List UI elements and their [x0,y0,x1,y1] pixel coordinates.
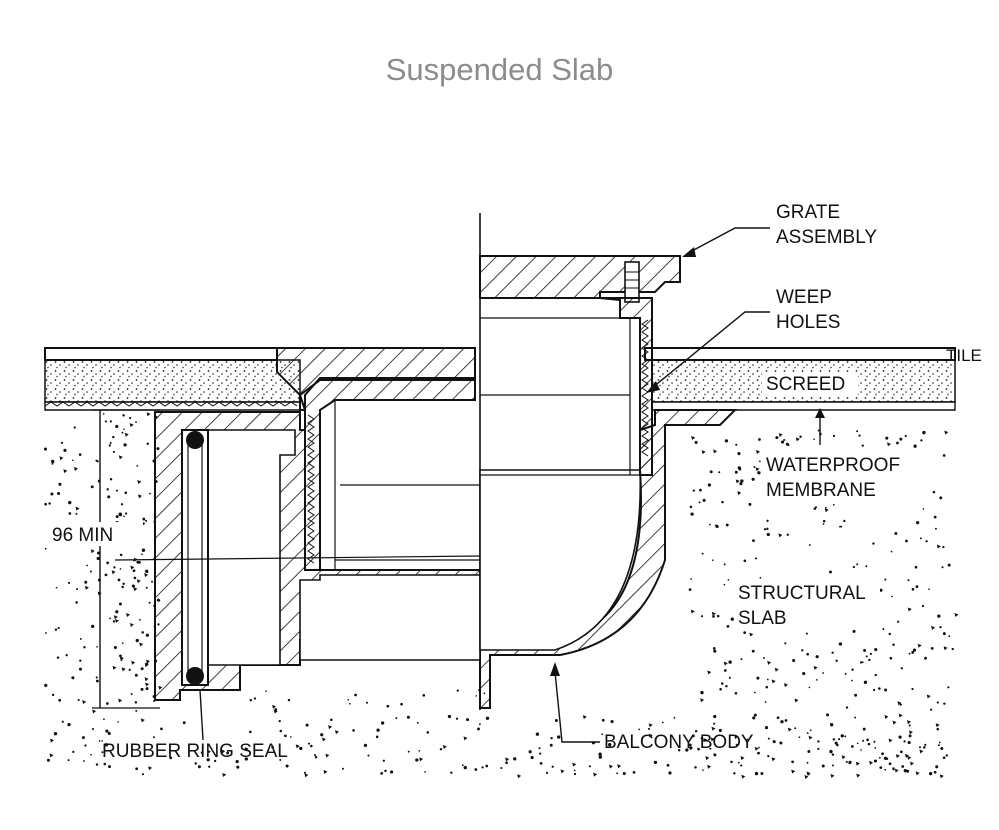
label-screed: SCREED [766,374,845,395]
tile-layer-right [644,347,956,361]
grate-screw [624,261,640,303]
weep-leader [651,311,770,389]
seal-leader [199,689,204,741]
label-membrane-line1: WATERPROOF [766,455,900,476]
screed-left [44,359,301,403]
membrane-zigzag [44,401,298,407]
dimension-leader [114,555,481,561]
diagram-title: Suspended Slab [385,52,614,87]
structural-slab [45,408,955,775]
tile-layer-left [44,347,278,361]
seal-ring-top [186,431,204,449]
label-grate-line2: ASSEMBLY [776,227,877,248]
grate-assembly [479,255,681,299]
label-weep-line1: WEEP [776,287,832,308]
label-dimension: 96 MIN [52,525,113,546]
label-membrane-line2: MEMBRANE [766,480,876,501]
elbow-bore [479,469,642,651]
label-balcony-body: BALCONY BODY [604,732,754,753]
thread-right [641,319,649,457]
label-slab-line2: SLAB [738,608,787,629]
thread-left [307,414,315,564]
rubber-ring-seal [181,429,209,686]
label-rubber-ring-seal: RUBBER RING SEAL [102,741,288,762]
label-weep-line2: HOLES [776,312,840,333]
label-tile: TILE [946,346,982,365]
label-grate-line1: GRATE [776,202,840,223]
label-slab-line1: STRUCTURAL [738,583,866,604]
threaded-insert [298,379,476,571]
body-leader [554,671,600,743]
seal-ring-bottom [186,667,204,685]
waterproof-membrane-right [651,401,956,411]
grate-collar-right [599,297,653,476]
grate-leader [689,227,770,253]
outlet-pipe-bore [299,574,481,661]
